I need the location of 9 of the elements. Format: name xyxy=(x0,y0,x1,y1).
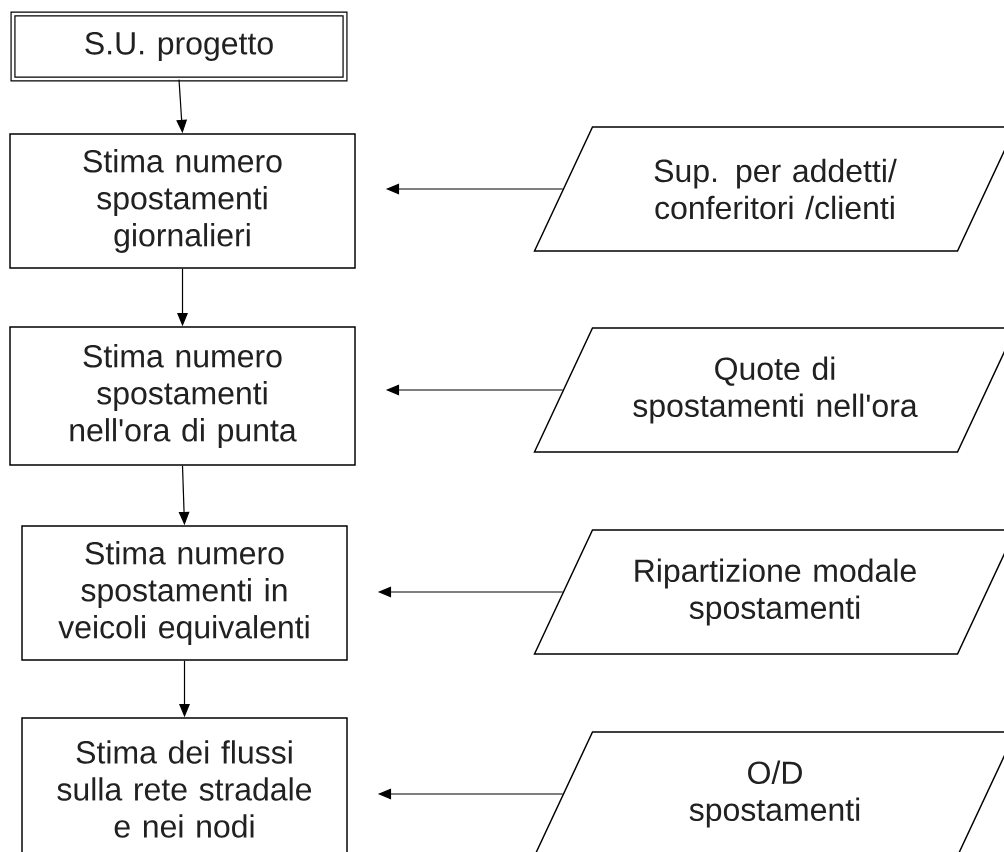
process-box: Stima numero spostamenti nell'ora di punta xyxy=(9,326,356,466)
process-box: Stima numero spostamenti giornalieri xyxy=(9,133,356,269)
input-parallelogram: Quote di spostamenti nell'ora xyxy=(533,327,1004,453)
start-box: S.U. progetto xyxy=(10,11,348,82)
process-box: Stima numero spostamenti in veicoli equivalenti xyxy=(21,525,348,661)
input-parallelogram: O/D spostamenti xyxy=(533,731,1004,852)
input-parallelogram: Sup. per addetti/ conferitori /clienti xyxy=(533,126,1004,252)
process-box: Stima dei flussi sulla rete stradale e nei nodi xyxy=(21,717,348,852)
input-parallelogram: Ripartizione modale spostamenti xyxy=(533,529,1004,655)
